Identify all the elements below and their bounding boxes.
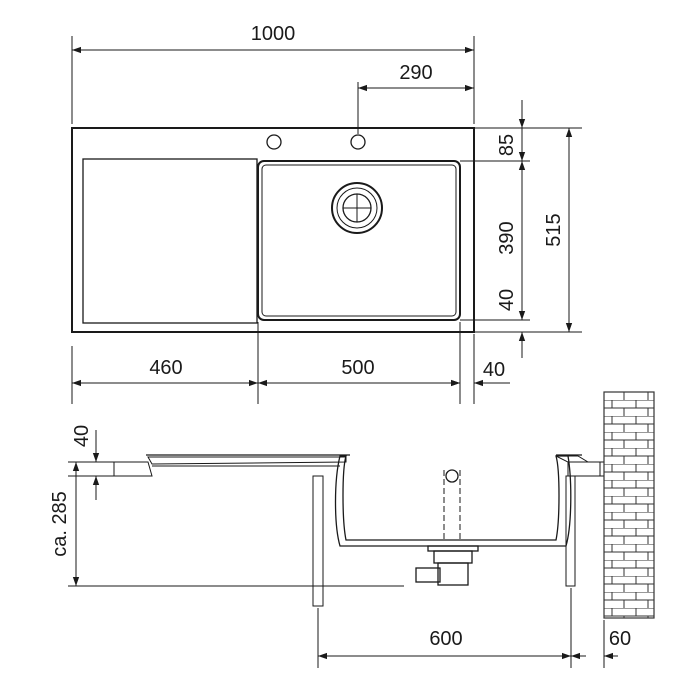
section-view: 40 ca. 285 600 60 [49,391,655,668]
dim-wall-offset: 60 [609,628,631,650]
dim-right-margin: 40 [483,359,505,381]
dim-rim-thickness: 40 [71,425,93,447]
bowl [257,160,461,321]
drainer-area [82,158,258,324]
tap-hole-right [350,134,366,150]
tap-hole-left [266,134,282,150]
cabinet-wall-right [565,475,576,587]
worktop-left [113,461,153,477]
bowl-inner [261,164,457,317]
dim-cabinet-width: 600 [429,628,462,650]
brick-wall [603,391,655,619]
dim-top-margin: 85 [496,134,518,156]
dim-drainer-width: 460 [149,357,182,379]
dim-overall-width: 1000 [251,23,296,45]
dim-bottom-margin: 40 [496,289,518,311]
dim-overall-depth: 515 [543,213,565,246]
dim-install-depth: ca. 285 [49,491,71,557]
cabinet-wall-left [312,475,324,607]
dim-bowl-width: 500 [341,357,374,379]
sink-outline [71,127,475,333]
drainer-section [147,456,347,465]
dim-tap-offset: 290 [399,62,432,84]
drain-icon [331,182,383,234]
top-view: 1000 290 85 390 40 515 460 500 [71,23,582,404]
drain-fitting-icon [415,545,479,586]
dim-bowl-depth: 390 [496,221,518,254]
rim-right [555,455,601,477]
